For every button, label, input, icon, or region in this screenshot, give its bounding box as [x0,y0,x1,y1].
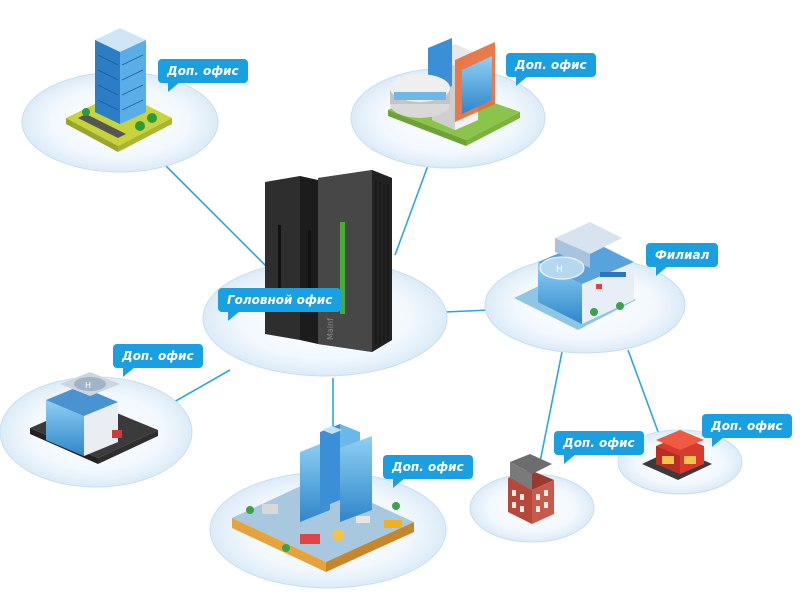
svg-text:H: H [85,381,91,390]
label-head-office: Головной офис [218,288,342,321]
office-complex-icon [388,38,520,146]
shop-icon [642,430,712,480]
link-head-topright [394,159,431,256]
connection-lines [159,159,661,463]
svg-text:H: H [556,265,563,275]
label-office-mid-left: Доп. офис [113,344,203,377]
branch-building-icon: H [514,222,636,330]
label-office-top-left: Доп. офис [158,59,248,92]
tower-building-icon [66,28,172,152]
server-rack-icon: Mainf [265,170,392,352]
label-branch: Филиал [646,243,719,276]
server-model-text: Mainf [326,318,335,340]
label-office-bottom-house: Доп. офис [554,431,644,464]
link-head-branch [444,309,491,313]
label-office-top-right: Доп. офис [506,53,596,86]
link-head-topleft [164,164,271,271]
helipad-building-icon: H [30,372,158,464]
link-branch-shop [627,349,661,438]
link-branch-house [539,351,563,463]
city-block-icon [232,424,414,572]
brick-house-icon [508,454,554,524]
label-office-bottom-center: Доп. офис [383,455,473,488]
label-office-bottom-shop: Доп. офис [702,414,792,447]
